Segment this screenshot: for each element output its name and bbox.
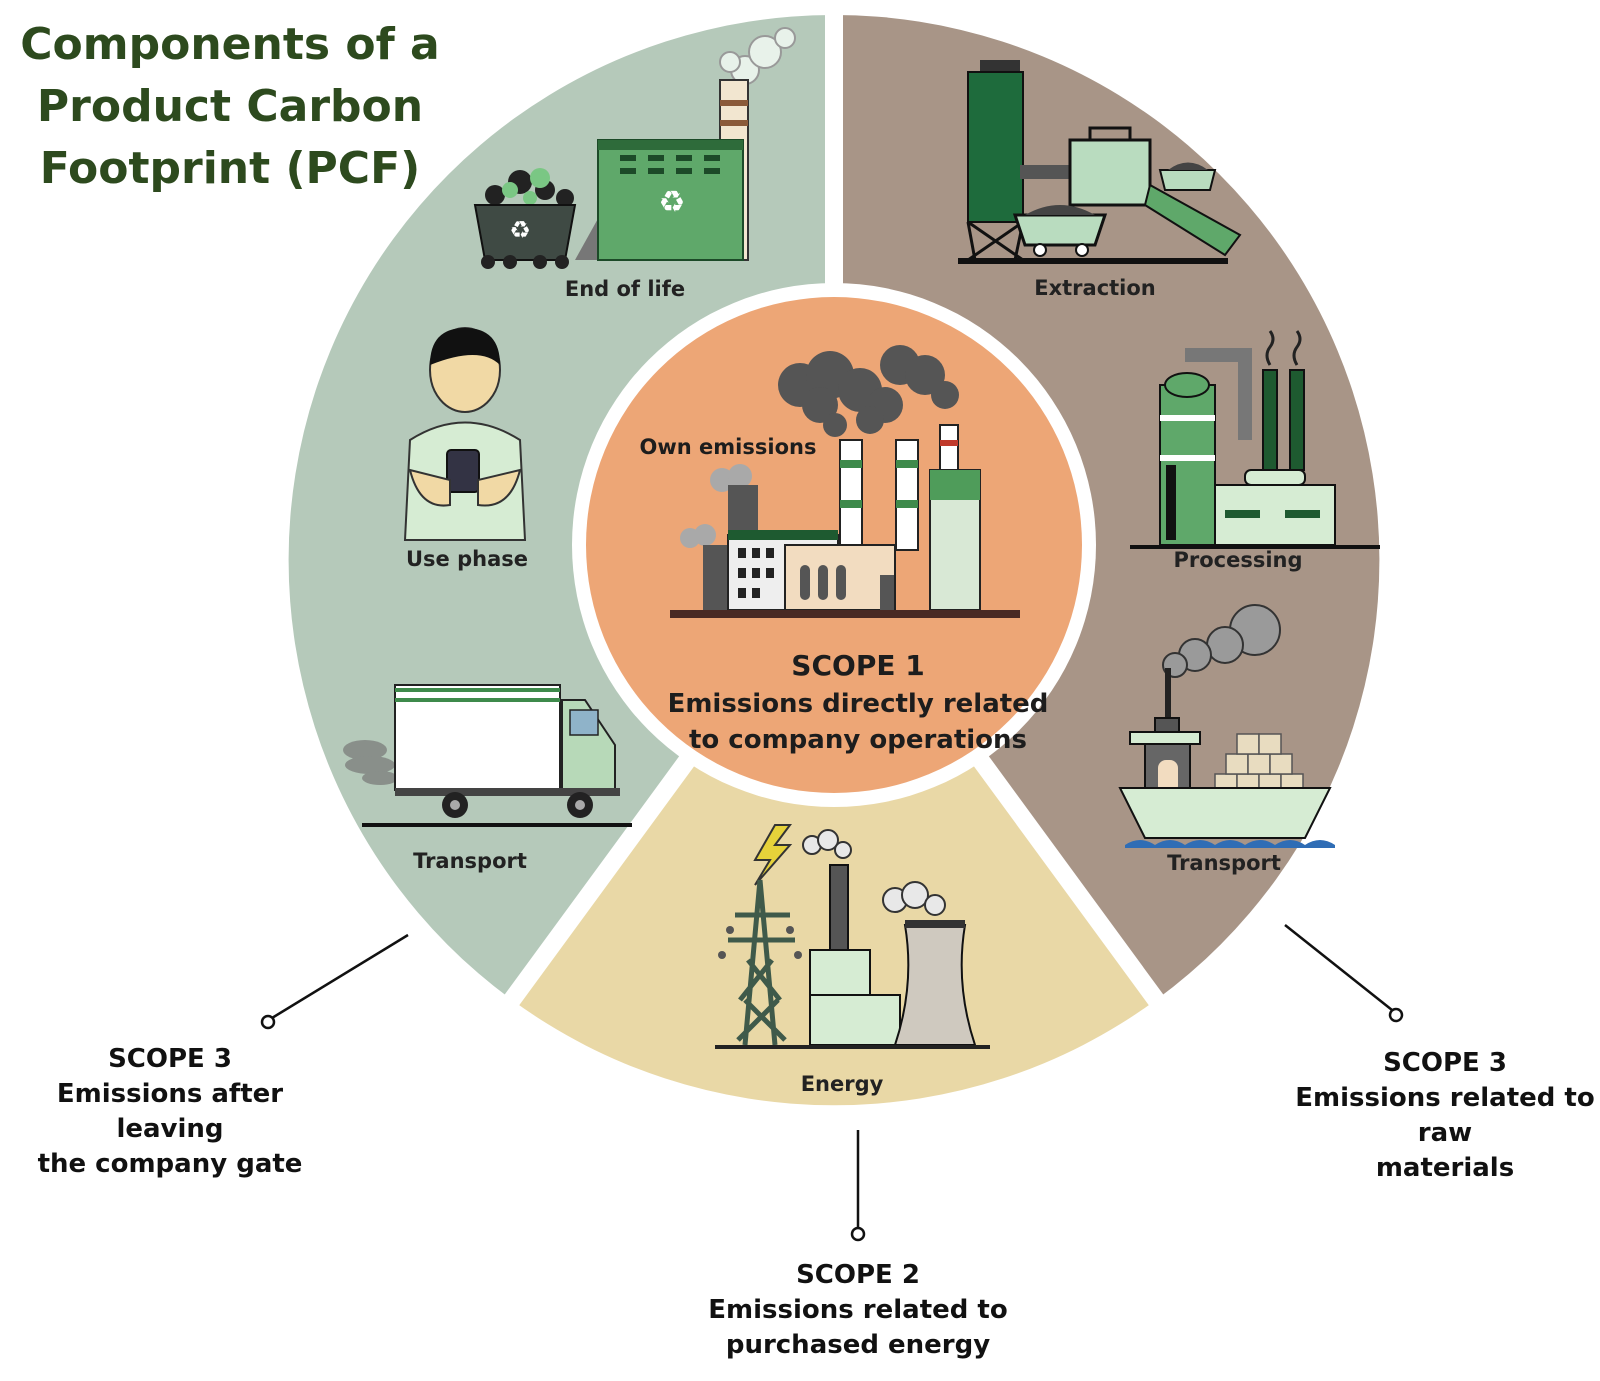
svg-text:♻: ♻ xyxy=(509,216,531,244)
caption-scope3-raw-line-1: Emissions related to raw xyxy=(1295,1083,1595,1148)
mining-machinery-icon xyxy=(958,60,1242,264)
caption-scope3-after-heading: SCOPE 3 xyxy=(108,1044,232,1074)
person-using-product-icon xyxy=(403,327,527,541)
factory-icon xyxy=(670,345,1020,618)
own-emissions-label: Own emissions xyxy=(640,435,817,459)
scope1-line-2: to company operations xyxy=(689,725,1027,755)
leader-dot-scope2 xyxy=(850,1226,866,1242)
caption-scope3-after-line-1: Emissions after leaving xyxy=(56,1079,284,1144)
label-downstream-transport: Transport xyxy=(413,849,527,873)
title-line-1: Components of a xyxy=(20,19,440,70)
label-processing: Processing xyxy=(1173,548,1302,572)
caption-scope3-raw-line-2: materials xyxy=(1375,1153,1515,1183)
caption-scope3-raw-heading: SCOPE 3 xyxy=(1383,1048,1507,1078)
label-energy: Energy xyxy=(801,1072,884,1096)
recycling-plant-icon: ♻ ♻ xyxy=(473,27,796,269)
scope1-heading: SCOPE 1 xyxy=(791,649,924,682)
processing-plant-icon xyxy=(1130,330,1380,549)
label-end-of-life: End of life xyxy=(565,277,685,301)
title-line-3: Footprint (PCF) xyxy=(39,143,421,194)
page-title: Components of a Product Carbon Footprint… xyxy=(0,14,460,200)
scope1-line-1: Emissions directly related xyxy=(668,689,1049,719)
cargo-ship-icon xyxy=(1118,604,1335,848)
caption-scope3-after-line-2: the company gate xyxy=(37,1149,303,1179)
caption-scope2-line-1: Emissions related to xyxy=(708,1295,1008,1325)
caption-scope2: SCOPE 2 Emissions related to purchased e… xyxy=(700,1258,1016,1363)
title-line-2: Product Carbon xyxy=(36,81,424,132)
leader-lines xyxy=(260,924,1404,1242)
factory-smoke xyxy=(778,345,959,437)
label-upstream-transport: Transport xyxy=(1167,851,1281,875)
label-extraction: Extraction xyxy=(1034,276,1156,300)
leader-dot-scope3-after xyxy=(260,1014,276,1030)
svg-text:♻: ♻ xyxy=(659,185,686,220)
caption-scope3-raw: SCOPE 3 Emissions related to raw materia… xyxy=(1290,1046,1600,1186)
power-plant-icon xyxy=(715,824,990,1049)
leader-line-scope3-raw xyxy=(1284,924,1393,1011)
caption-scope3-after: SCOPE 3 Emissions after leaving the comp… xyxy=(0,1042,340,1182)
caption-scope2-heading: SCOPE 2 xyxy=(796,1260,920,1290)
leader-line-scope3-after xyxy=(271,933,409,1020)
label-use-phase: Use phase xyxy=(406,547,528,571)
delivery-truck-icon xyxy=(343,684,632,827)
leader-dot-scope3-raw xyxy=(1388,1007,1404,1023)
caption-scope2-line-2: purchased energy xyxy=(725,1330,991,1360)
